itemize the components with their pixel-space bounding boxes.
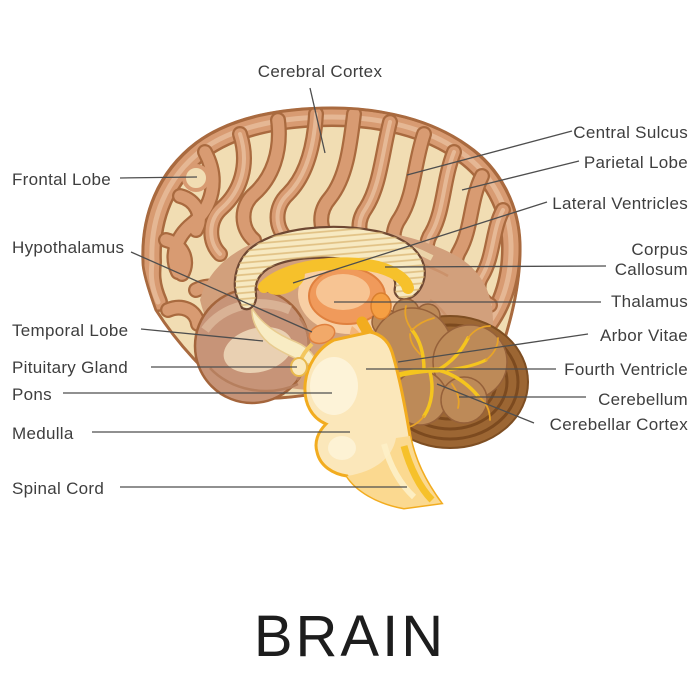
label-central-sulcus: Central Sulcus: [573, 123, 688, 142]
label-pituitary-gland: Pituitary Gland: [12, 358, 128, 377]
label-fourth-ventricle: Fourth Ventricle: [564, 360, 688, 379]
label-lateral-ventricles: Lateral Ventricles: [552, 194, 688, 213]
brainstem-shape: [290, 316, 444, 510]
label-corpus-callosum: Corpus Callosum: [614, 240, 688, 279]
pons-highlight: [310, 357, 358, 415]
leader-lateral-ventricles: [292, 201, 548, 284]
leader-temporal-lobe: [140, 328, 264, 342]
leader-cerebral-cortex: [309, 87, 326, 154]
arbor-vitae-shape: [391, 328, 488, 418]
label-medulla: Medulla: [12, 424, 74, 443]
label-frontal-lobe: Frontal Lobe: [12, 170, 112, 189]
leader-central-sulcus: [406, 130, 573, 176]
label-pons: Pons: [12, 385, 52, 404]
leader-frontal-lobe: [119, 176, 198, 179]
label-cerebellar-cortex: Cerebellar Cortex: [549, 415, 688, 434]
leader-parietal-lobe: [461, 160, 580, 191]
leader-cerebellar-cortex: [436, 383, 535, 424]
diagram-title: BRAIN: [253, 604, 447, 669]
label-thalamus: Thalamus: [610, 292, 688, 311]
leader-hypothalamus: [130, 251, 313, 333]
corpus-callosum-shape: [233, 225, 426, 311]
label-hypothalamus: Hypothalamus: [12, 238, 125, 257]
hypothalamus-shape: [308, 323, 336, 345]
leader-arbor-vitae: [397, 333, 589, 363]
leader-lines: [63, 87, 607, 488]
label-spinal-cord: Spinal Cord: [12, 479, 105, 498]
colliculi-shape: [370, 292, 392, 320]
leader-corpus-callosum: [384, 265, 607, 268]
label-arbor-vitae: Arbor Vitae: [599, 326, 688, 345]
frontal-lobe-gyrus: [182, 164, 210, 192]
label-cerebellum: Cerebellum: [598, 390, 688, 409]
label-cerebral-cortex: Cerebral Cortex: [257, 62, 383, 81]
medulla-highlight: [328, 436, 356, 460]
label-temporal-lobe: Temporal Lobe: [12, 321, 129, 340]
label-parietal-lobe: Parietal Lobe: [583, 153, 688, 172]
